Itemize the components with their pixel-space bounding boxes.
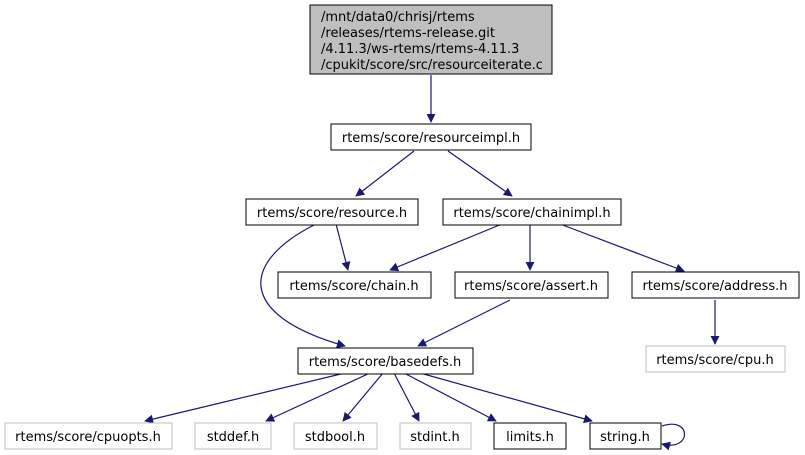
- edge-basedefs-to-stdbool: [342, 372, 384, 422]
- node-stdint[interactable]: stdint.h: [399, 422, 472, 450]
- node-chainimpl[interactable]: rtems/score/chainimpl.h: [442, 198, 622, 226]
- node-string-label: string.h: [600, 430, 650, 445]
- node-assert[interactable]: rtems/score/assert.h: [454, 271, 609, 299]
- node-limits[interactable]: limits.h: [493, 422, 567, 450]
- node-root-file[interactable]: /mnt/data0/chrisj/rtems /releases/rtems-…: [309, 4, 553, 75]
- edge-basedefs-to-limits: [403, 372, 497, 422]
- edge-resourceimpl-to-resource: [355, 150, 415, 197]
- node-chain[interactable]: rtems/score/chain.h: [277, 271, 432, 299]
- node-stddef[interactable]: stddef.h: [194, 422, 272, 450]
- node-basedefs-label: rtems/score/basedefs.h: [309, 355, 462, 370]
- node-stdint-label: stdint.h: [410, 430, 459, 445]
- edge-chainimpl-to-address: [559, 223, 685, 273]
- edge-basedefs-to-string: [419, 372, 593, 424]
- node-resourceimpl-label: rtems/score/resourceimpl.h: [342, 131, 520, 146]
- node-stdbool[interactable]: stdbool.h: [293, 422, 378, 450]
- edge-resource-to-basedefs: [260, 223, 346, 349]
- edge-resource-to-chain: [335, 223, 351, 271]
- root-line-2: /releases/rtems-release.git: [321, 26, 495, 41]
- node-resource[interactable]: rtems/score/resource.h: [245, 198, 419, 226]
- node-stdbool-label: stdbool.h: [305, 430, 365, 445]
- node-chainimpl-label: rtems/score/chainimpl.h: [453, 206, 610, 221]
- node-assert-label: rtems/score/assert.h: [464, 279, 598, 294]
- node-address-label: rtems/score/address.h: [642, 279, 787, 294]
- edge-chainimpl-to-chain: [389, 223, 503, 272]
- edge-basedefs-to-stddef: [265, 372, 371, 422]
- node-basedefs[interactable]: rtems/score/basedefs.h: [297, 347, 474, 375]
- edge-string-self-loop: [661, 423, 686, 451]
- root-line-3: /4.11.3/ws-rtems/rtems-4.11.3: [321, 42, 519, 57]
- node-address[interactable]: rtems/score/address.h: [631, 271, 800, 299]
- edge-basedefs-to-cpuopts: [144, 372, 346, 424]
- node-string[interactable]: string.h: [589, 422, 662, 450]
- edge-basedefs-to-stdint: [393, 372, 420, 422]
- node-limits-label: limits.h: [506, 430, 554, 445]
- node-cpu[interactable]: rtems/score/cpu.h: [645, 345, 786, 373]
- edge-assert-to-basedefs: [417, 299, 511, 347]
- node-resourceimpl[interactable]: rtems/score/resourceimpl.h: [330, 123, 532, 151]
- node-resource-label: rtems/score/resource.h: [257, 206, 407, 221]
- root-line-4: /cpukit/score/src/resourceiterate.c: [321, 58, 543, 73]
- edge-resourceimpl-to-chainimpl: [447, 150, 513, 197]
- root-line-1: /mnt/data0/chrisj/rtems: [321, 10, 475, 25]
- node-cpuopts-label: rtems/score/cpuopts.h: [15, 430, 161, 445]
- node-cpu-label: rtems/score/cpu.h: [656, 353, 774, 368]
- node-stddef-label: stddef.h: [207, 430, 259, 445]
- node-cpuopts[interactable]: rtems/score/cpuopts.h: [4, 422, 173, 450]
- node-chain-label: rtems/score/chain.h: [289, 279, 418, 294]
